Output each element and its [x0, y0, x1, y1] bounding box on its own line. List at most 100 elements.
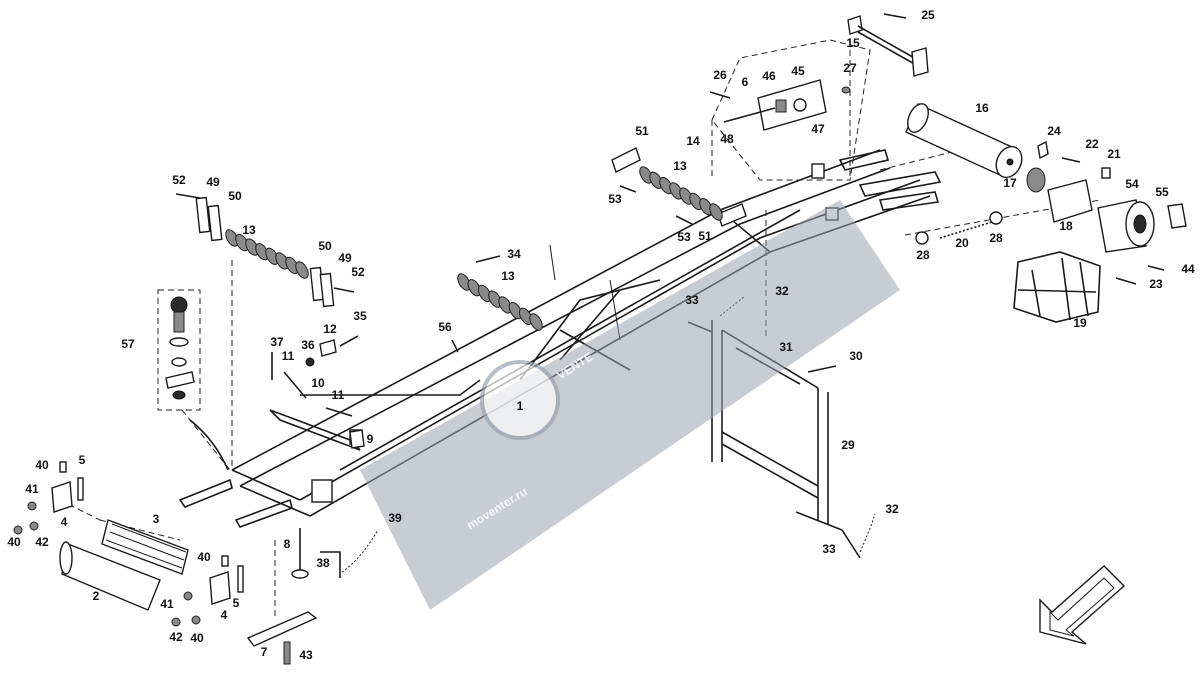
- part-label-13c: 13: [673, 159, 687, 173]
- watermark-logo: [480, 360, 560, 440]
- part-label-4b: 4: [221, 608, 228, 622]
- inset-box-57: [157, 289, 229, 471]
- part-label-21: 21: [1107, 147, 1121, 161]
- part-labels: 1234455678910111112131313141516171819202…: [7, 8, 1195, 662]
- part-label-5b: 5: [233, 596, 240, 610]
- guard-19: [1013, 251, 1101, 323]
- part-label-39: 39: [388, 511, 402, 525]
- part-label-28: 28: [916, 248, 930, 262]
- skid-7: [246, 611, 318, 665]
- part-label-9: 9: [367, 432, 374, 446]
- roller-13-right-disc: [659, 176, 673, 195]
- part-label-20: 20: [955, 236, 969, 250]
- part-label-11b: 11: [332, 388, 345, 402]
- part-label-30: 30: [849, 349, 863, 363]
- roller-13-right-disc: [709, 203, 723, 221]
- part-label-53: 53: [608, 192, 622, 206]
- front-roller-3: [101, 519, 189, 575]
- part-label-38: 38: [316, 556, 330, 570]
- part-label-50b: 50: [318, 239, 332, 253]
- part-label-27: 27: [843, 61, 857, 75]
- part-label-2: 2: [93, 589, 100, 603]
- watermark: VENTE moventer.ru: [360, 200, 900, 610]
- part-label-23: 23: [1149, 277, 1163, 291]
- part-label-57: 57: [121, 337, 135, 351]
- roller-13-middle-disc: [467, 279, 482, 297]
- part-label-53b: 53: [677, 230, 691, 244]
- pin-8-38: [291, 528, 379, 579]
- part-label-41b: 41: [160, 597, 174, 611]
- drive-parts: [915, 140, 1111, 245]
- part-label-48: 48: [720, 132, 734, 146]
- roller-13-middle-disc: [518, 307, 533, 325]
- part-label-26: 26: [713, 68, 727, 82]
- part-label-22: 22: [1085, 137, 1099, 151]
- cover-2: [59, 541, 161, 611]
- roller-13-right-disc: [649, 171, 663, 189]
- part-label-6: 6: [742, 75, 749, 89]
- part-label-41: 41: [25, 482, 39, 496]
- part-label-18: 18: [1059, 219, 1073, 233]
- part-label-1: 1: [517, 399, 524, 413]
- roller-13-right-disc: [699, 198, 713, 216]
- part-label-25: 25: [921, 8, 935, 22]
- part-label-28b: 28: [989, 231, 1003, 245]
- part-label-52b: 52: [351, 265, 365, 279]
- part-label-56: 56: [438, 320, 452, 334]
- part-label-47: 47: [811, 122, 825, 136]
- part-label-32b: 32: [885, 502, 899, 516]
- part-label-35: 35: [353, 309, 367, 323]
- part-label-11: 11: [282, 349, 295, 363]
- roller-13-right-disc: [639, 166, 653, 184]
- part-label-8: 8: [284, 537, 291, 551]
- roller-13-right-disc: [669, 182, 683, 200]
- part-label-42: 42: [35, 535, 49, 549]
- part-16-drum: [905, 103, 1023, 179]
- part-label-50: 50: [228, 189, 242, 203]
- part-label-51: 51: [635, 124, 649, 138]
- part-label-43: 43: [299, 648, 313, 662]
- part-label-32: 32: [775, 284, 789, 298]
- part-label-16: 16: [975, 101, 989, 115]
- motor-54: [1097, 199, 1187, 285]
- part-label-3: 3: [153, 512, 160, 526]
- part-label-29: 29: [841, 438, 855, 452]
- part-label-24: 24: [1047, 124, 1061, 138]
- part-label-33b: 33: [822, 542, 836, 556]
- part-label-4: 4: [61, 515, 68, 529]
- part-label-13b: 13: [501, 269, 515, 283]
- part-label-46: 46: [762, 69, 776, 83]
- part-label-33: 33: [685, 293, 699, 307]
- part-label-42b: 42: [169, 630, 183, 644]
- part-label-40c: 40: [197, 550, 211, 564]
- part-label-10: 10: [311, 376, 325, 390]
- roller-13-middle-disc: [529, 313, 543, 331]
- part-label-49: 49: [206, 175, 220, 189]
- part-label-40b: 40: [7, 535, 21, 549]
- part-label-40: 40: [35, 458, 49, 472]
- roller-13-right-disc: [679, 187, 693, 205]
- part-label-17: 17: [1003, 176, 1017, 190]
- part-label-12: 12: [323, 322, 337, 336]
- roller-13-left-disc: [295, 261, 309, 279]
- roller-13-middle-disc: [508, 301, 523, 320]
- roller-13-middle-disc: [457, 273, 471, 291]
- part-label-44: 44: [1181, 262, 1195, 276]
- bearing-brackets: [13, 461, 244, 627]
- part-label-31: 31: [779, 340, 793, 354]
- part-label-54: 54: [1125, 177, 1139, 191]
- roller-13-right-disc: [689, 192, 703, 211]
- part-label-19: 19: [1073, 316, 1087, 330]
- part-label-40d: 40: [190, 631, 204, 645]
- part-label-13: 13: [242, 223, 256, 237]
- part-label-52: 52: [172, 173, 186, 187]
- roller-13-middle-disc: [498, 296, 512, 314]
- part-label-34: 34: [507, 247, 521, 261]
- part-label-49b: 49: [338, 251, 352, 265]
- part-label-14: 14: [686, 134, 700, 148]
- direction-arrow-icon: [1039, 565, 1126, 645]
- front-small-parts: [271, 255, 501, 449]
- plates-49-50: [175, 147, 747, 308]
- roller-13-middle-disc: [477, 284, 492, 303]
